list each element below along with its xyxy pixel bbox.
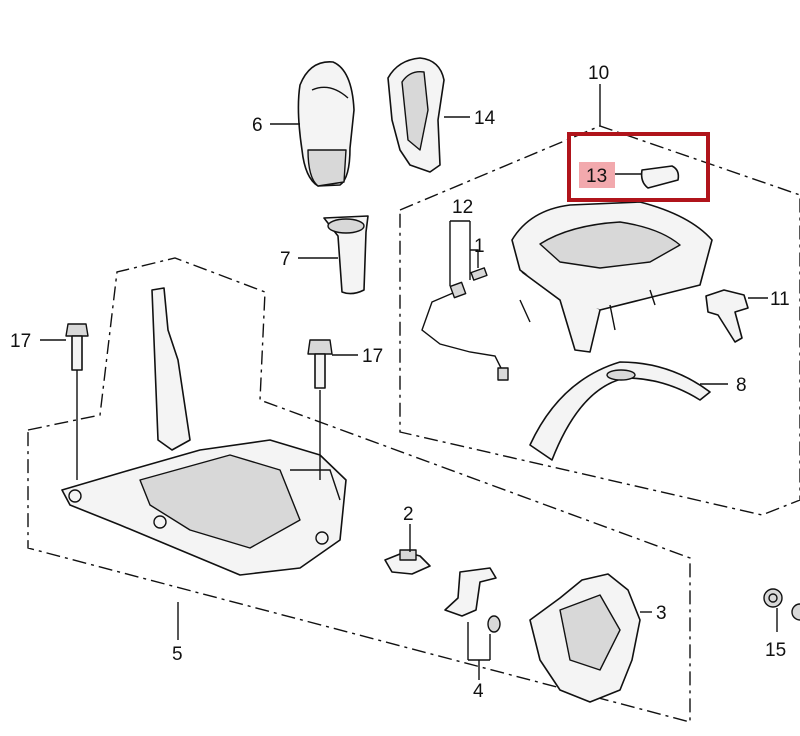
lever-part-4 [444, 567, 501, 661]
callout-4: 4 [473, 681, 484, 702]
connector-part-2 [384, 549, 431, 575]
callout-3: 3 [656, 603, 667, 624]
callout-14: 14 [474, 108, 496, 129]
bolt-part-17-right [307, 339, 333, 480]
cable-part-12 [421, 281, 509, 381]
highlight-box [567, 132, 710, 202]
bracket-part-11 [705, 289, 749, 343]
callout-5: 5 [172, 644, 183, 665]
callout-8: 8 [736, 375, 747, 396]
callout-17-right: 17 [362, 346, 383, 367]
callout-7: 7 [280, 249, 291, 270]
mechanism-part-3 [529, 573, 652, 703]
console-panel-part-10 [511, 201, 713, 353]
callout-11: 11 [770, 289, 790, 310]
callout-12: 12 [452, 197, 473, 218]
leader-lines [40, 84, 768, 680]
callout-13-highlight [579, 162, 615, 188]
callout-1: 1 [474, 236, 485, 257]
nut-part-15-partial [791, 603, 800, 621]
knob-insert-part-14 [387, 57, 445, 173]
callout-2: 2 [403, 504, 414, 525]
callout-13: 13 [586, 166, 607, 187]
curved-trim-part-8 [529, 361, 711, 461]
callout-17-left: 17 [10, 331, 31, 352]
bolt-part-17-left [65, 323, 89, 480]
callout-10: 10 [588, 63, 609, 84]
sleeve-part-7 [323, 215, 369, 295]
nut-part-15 [763, 588, 783, 632]
assembly-5-outline [27, 257, 691, 723]
shift-knob-part-6 [297, 61, 355, 187]
shifter-base-part-5 [61, 287, 347, 576]
callout-15: 15 [765, 640, 786, 661]
indicator-cover-part-13 [615, 165, 680, 189]
callout-6: 6 [252, 115, 263, 136]
pin-part-1 [470, 267, 488, 281]
